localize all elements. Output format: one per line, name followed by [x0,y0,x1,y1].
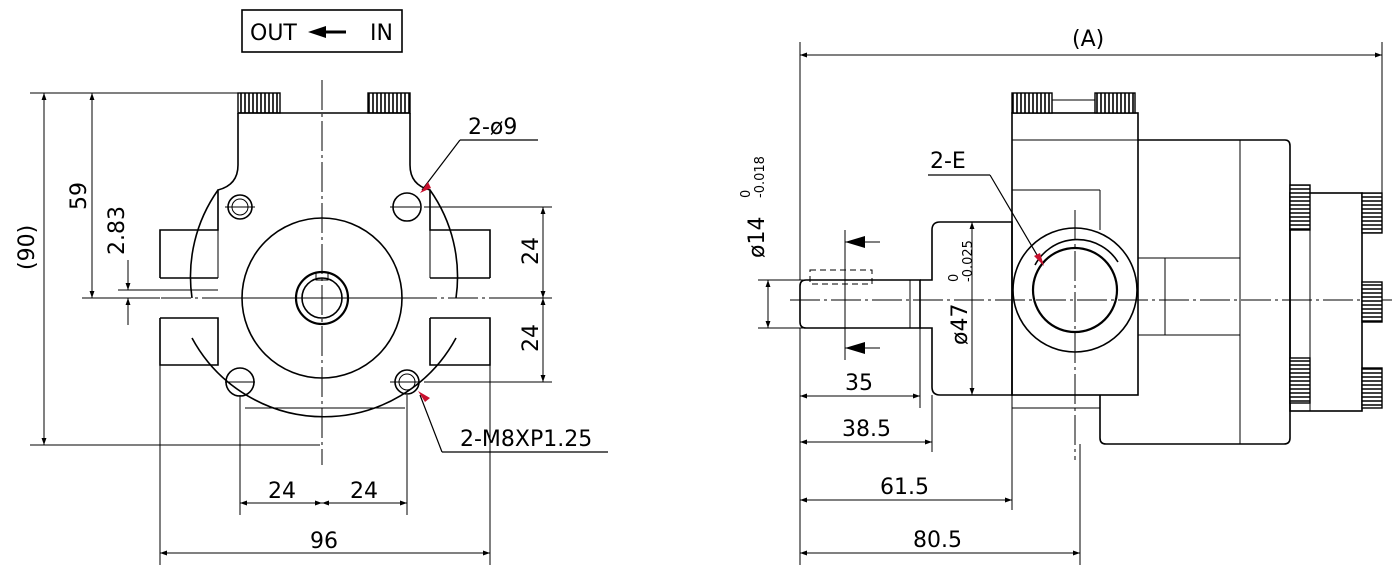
knurled-screw-icon [1289,357,1311,404]
label-threads: 2-M8XP1.25 [460,427,592,452]
flow-direction-box: OUT IN [241,9,403,53]
knurled-screw-icon [1361,192,1383,234]
dim-width: 96 [310,529,338,554]
side-view: (A) 2-E ø14 0 -0.018 ø47 0 -0.025 35 [739,27,1392,565]
dim-shaft-dia: ø14 [745,217,770,258]
dim-shaft-tol-lower: -0.018 [753,156,768,198]
flow-arrow-icon [308,26,346,38]
leader-arrow-icon [418,391,430,402]
dim-shaft-tol-upper: 0 [739,190,754,198]
leader-arrow-icon [1034,253,1044,266]
dim-35: 35 [845,371,873,396]
label-ports: 2-E [930,149,966,174]
dim-80-5: 80.5 [913,528,962,553]
dim-pilot-tol-lower: -0.025 [961,240,976,282]
knurled-screw-icon [1011,92,1053,114]
dim-overall-height: (90) [15,225,40,270]
front-view: (90) 59 2.83 24 24 24 24 96 2-ø9 [15,80,608,565]
leader-arrow-icon [420,182,431,193]
dim-overall-length: (A) [1072,27,1104,52]
knurled-screw-icon [1289,184,1311,231]
dim-pilot-tol-upper: 0 [947,274,962,282]
dim-lower-24: 24 [519,324,544,352]
knurled-screw-icon [237,92,281,114]
knurled-screw-icon [1094,92,1136,114]
dim-61-5: 61.5 [880,475,929,500]
dim-left-24: 24 [268,479,296,504]
out-label: OUT [250,21,297,46]
dim-upper-24: 24 [519,237,544,265]
dim-right-24: 24 [350,479,378,504]
knurled-screw-icon [367,92,411,114]
dim-pilot-dia: ø47 [948,304,973,345]
in-label: IN [370,21,393,46]
dim-offset: 2.83 [105,206,130,255]
knurled-screw-icon [1361,281,1383,323]
knurled-screw-icon [1361,367,1383,409]
label-holes: 2-ø9 [468,115,517,140]
dim-height-59: 59 [67,182,92,210]
dim-38-5: 38.5 [842,417,891,442]
